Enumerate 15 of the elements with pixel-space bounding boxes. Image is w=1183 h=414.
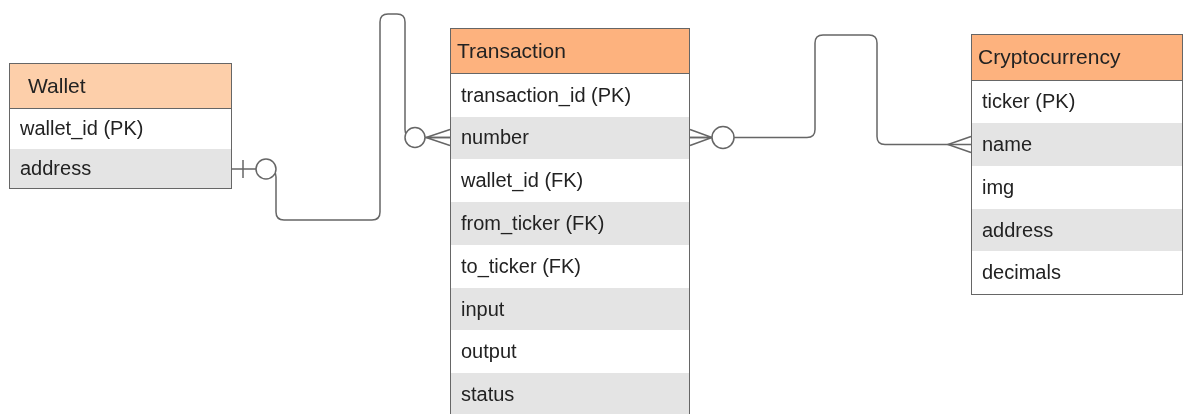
table-field: address — [972, 208, 1182, 252]
table-header: Transaction — [451, 29, 689, 74]
table-field: from_ticker (FK) — [451, 202, 689, 245]
relationship-line — [689, 34, 972, 154]
table-field: number — [451, 116, 689, 160]
table-field: input — [451, 287, 689, 331]
table-field: name — [972, 123, 1182, 166]
table-header: Cryptocurrency — [972, 35, 1182, 81]
entity-table — [450, 28, 690, 414]
table-header: Wallet — [10, 64, 231, 110]
entity-table — [9, 63, 232, 189]
entity-table — [971, 34, 1183, 295]
table-field: status — [451, 373, 689, 414]
table-field: address — [10, 148, 231, 188]
relationship-line — [231, 13, 451, 221]
